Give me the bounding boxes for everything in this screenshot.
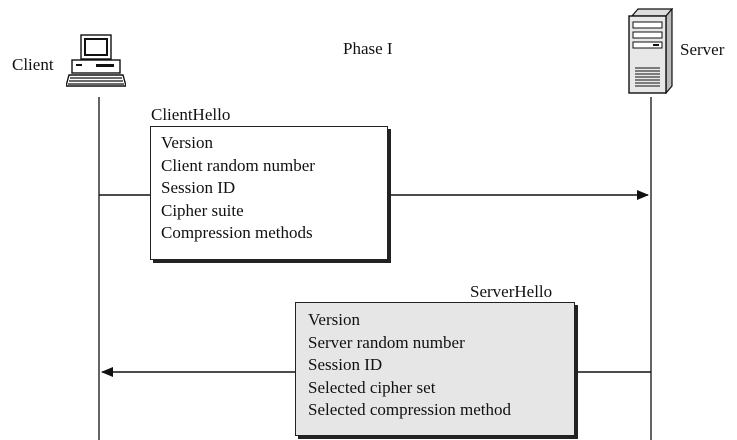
server-hello-title: ServerHello (470, 282, 553, 301)
client-hello-field-random: Client random number (161, 155, 315, 175)
server-hello-box: Version Server random number Session ID … (295, 302, 575, 436)
phase-label: Phase I (343, 39, 393, 58)
server-label: Server (680, 40, 725, 59)
client-label: Client (12, 55, 54, 74)
server-hello-field-random: Server random number (308, 332, 465, 352)
client-hello-box: Version Client random number Session ID … (150, 126, 388, 260)
client-hello-field-version: Version (161, 133, 213, 152)
client-hello-field-session-id: Session ID (161, 178, 236, 197)
client-hello-field-cipher-suite: Cipher suite (161, 200, 244, 220)
server-hello-field-session-id: Session ID (308, 355, 383, 374)
client-hello-title: ClientHello (151, 105, 231, 124)
client-hello-field-compression: Compression methods (161, 223, 313, 242)
server-hello-field-cipher-set: Selected cipher set (308, 377, 436, 397)
server-hello-field-version: Version (308, 310, 360, 329)
server-tower-icon (627, 8, 673, 94)
server-hello-field-compression: Selected compression method (308, 400, 512, 419)
client-computer-icon (66, 34, 126, 94)
